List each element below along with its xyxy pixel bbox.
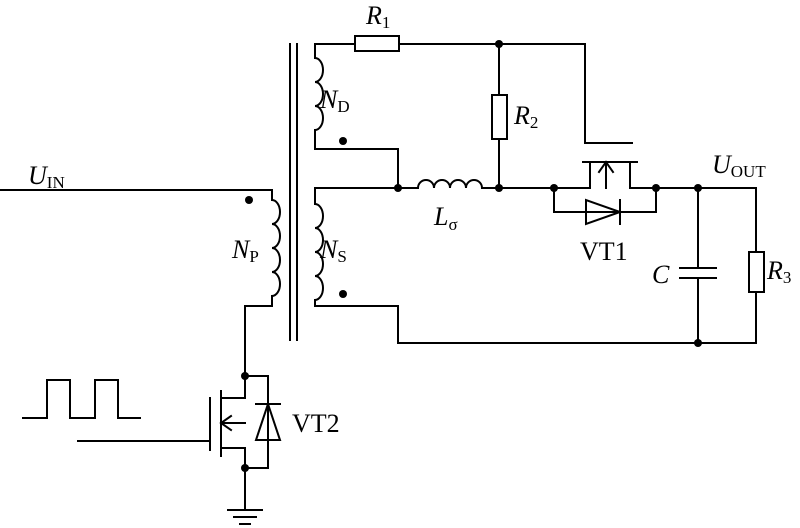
label-uin: UIN	[28, 161, 65, 192]
transformer-core	[289, 43, 298, 341]
label-r2: R2	[513, 101, 538, 132]
auxiliary-polarity-dot	[339, 137, 347, 145]
resistor-r2	[491, 94, 508, 140]
primary-winding	[271, 199, 281, 297]
label-uout: UOUT	[712, 150, 766, 181]
capacitor-c	[679, 187, 717, 344]
auxiliary-winding	[314, 57, 324, 131]
label-nd: ND	[319, 85, 350, 116]
label-vt2: VT2	[292, 409, 340, 438]
mosfet-vt1	[553, 142, 657, 226]
resistor-r3	[748, 251, 765, 293]
label-ns: NS	[319, 235, 347, 266]
gate-pulse-waveform	[22, 379, 141, 419]
label-vt1: VT1	[580, 237, 628, 266]
secondary-polarity-dot	[339, 290, 347, 298]
label-r1: R1	[365, 1, 390, 32]
label-np: NP	[231, 235, 259, 266]
label-c: C	[652, 260, 670, 289]
secondary-winding	[314, 203, 324, 301]
leakage-inductor	[417, 179, 483, 189]
mosfet-vt2	[209, 375, 282, 501]
resistor-r1	[354, 35, 400, 52]
label-r3: R3	[766, 256, 791, 287]
primary-polarity-dot	[245, 196, 253, 204]
output-line	[655, 187, 757, 253]
ground-symbol	[227, 499, 263, 525]
label-lsigma: Lσ	[433, 202, 458, 234]
